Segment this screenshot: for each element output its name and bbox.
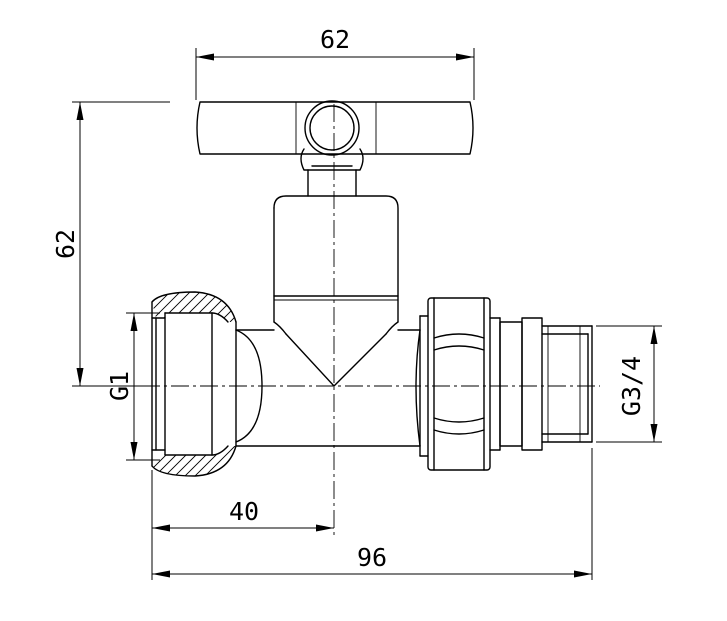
dimension-outlet-thread: G3/4 <box>596 325 662 443</box>
outlet-hex-nut <box>419 297 501 471</box>
inlet-nut <box>151 291 237 477</box>
handle <box>196 100 474 171</box>
bonnet <box>273 195 399 335</box>
dimension-center-offset: 40 <box>151 470 334 580</box>
dimension-handle-width: 62 <box>195 25 475 100</box>
dimension-label-handle-width: 62 <box>320 25 350 54</box>
dimension-label-outlet-thread: G3/4 <box>617 356 646 416</box>
dimension-overall-length: 96 <box>152 448 593 580</box>
center-lines <box>142 104 600 536</box>
stem <box>307 169 357 197</box>
dimension-height: 62 <box>51 101 170 387</box>
dimension-label-overall-length: 96 <box>357 543 387 572</box>
outlet-tail <box>499 317 593 451</box>
dimension-inlet-thread: G1 <box>105 312 160 461</box>
dimension-label-center-offset: 40 <box>229 497 259 526</box>
dimension-label-inlet-thread: G1 <box>105 371 134 401</box>
dimension-label-height: 62 <box>51 229 80 259</box>
